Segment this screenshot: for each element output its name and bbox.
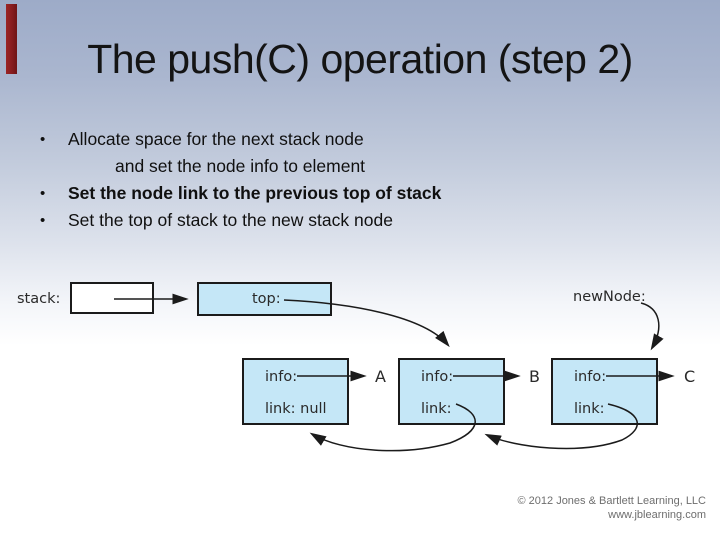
bullet-text-4: Set the top of stack to the new stack no…	[68, 210, 393, 230]
bullet-icon: •	[40, 212, 46, 229]
bullet-item-2: • Set the node link to the previous top …	[40, 180, 600, 207]
arrow-newnode-to-node-c	[640, 302, 664, 351]
node-a-link-label: link: null	[265, 401, 327, 417]
node-b-link-label: link:	[421, 401, 452, 417]
bullet-icon: •	[40, 185, 46, 202]
bullet-text-3: Set the node link to the previous top of…	[68, 183, 442, 203]
node-c-info-label: info:	[574, 369, 607, 385]
stack-node-a: info: link: null	[242, 358, 349, 425]
bullet-text-2: and set the node info to element	[115, 156, 366, 176]
newnode-pointer-label: newNode:	[573, 289, 646, 305]
stack-node-c: info: link:	[551, 358, 658, 425]
copyright-line2: www.jblearning.com	[608, 508, 706, 521]
copyright-line1: © 2012 Jones & Bartlett Learning, LLC	[517, 495, 707, 507]
copyright-notice: © 2012 Jones & Bartlett Learning, LLC ww…	[518, 495, 707, 522]
bullet-text-1: Allocate space for the next stack node	[68, 129, 364, 149]
stack-variable-label: stack:	[17, 291, 61, 307]
bullet-item-1-continuation: and set the node info to element	[40, 153, 600, 180]
accent-bar	[6, 4, 17, 74]
top-pointer-label: top:	[252, 291, 281, 307]
bullet-item-3: • Set the top of stack to the new stack …	[40, 207, 600, 234]
node-a-info-value: A	[375, 367, 386, 386]
slide-title: The push(C) operation (step 2)	[87, 36, 633, 82]
bullet-list: • Allocate space for the next stack node…	[40, 126, 600, 234]
node-b-info-label: info:	[421, 369, 454, 385]
node-c-link-label: link:	[574, 401, 605, 417]
stack-node-b: info: link:	[398, 358, 505, 425]
bullet-icon: •	[40, 131, 46, 148]
top-pointer-box: top:	[197, 282, 332, 316]
stack-variable-box	[70, 282, 154, 314]
bullet-item-1: • Allocate space for the next stack node	[40, 126, 600, 153]
node-a-info-label: info:	[265, 369, 298, 385]
node-c-info-value: C	[684, 367, 696, 386]
node-b-info-value: B	[529, 367, 540, 386]
